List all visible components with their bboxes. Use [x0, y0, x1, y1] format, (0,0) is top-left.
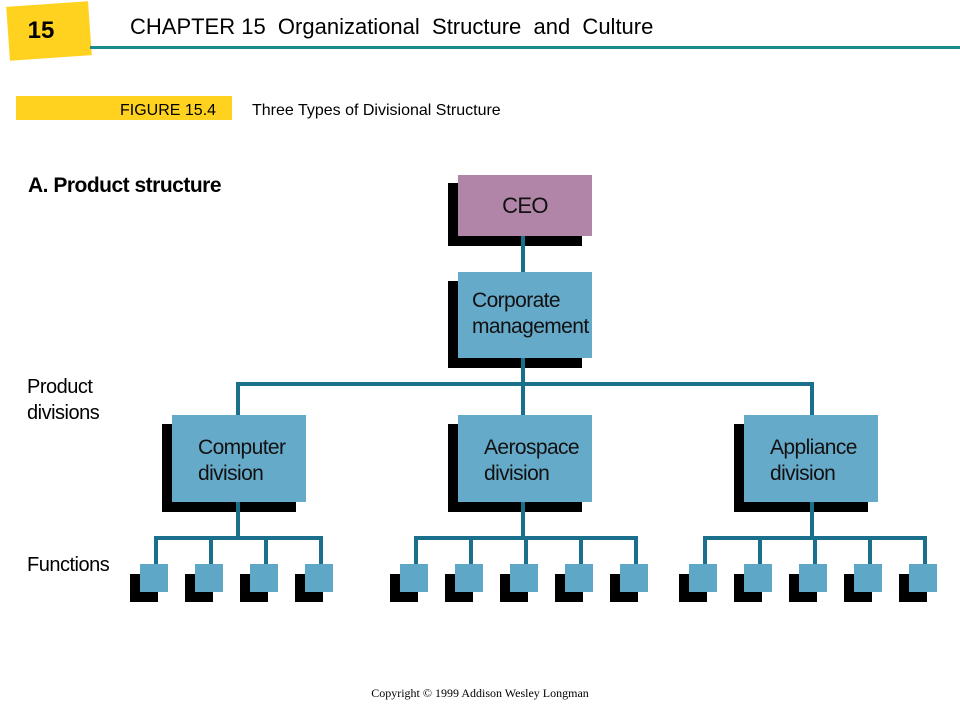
function-drop — [264, 536, 268, 564]
function-stem — [810, 502, 814, 540]
section-title: A. Product structure — [28, 174, 222, 197]
connector-drop-computer — [236, 382, 240, 416]
function-stem — [236, 502, 240, 540]
connector-corporate-bus — [521, 358, 525, 385]
function-drop — [209, 536, 213, 564]
product-divisions-label: Product divisions — [27, 376, 100, 424]
function-stem — [521, 502, 525, 540]
function-drop — [813, 536, 817, 564]
function-box — [744, 564, 772, 592]
function-box — [799, 564, 827, 592]
function-drop — [579, 536, 583, 564]
function-drop — [319, 536, 323, 564]
connector-ceo-corporate — [521, 236, 525, 272]
figure-caption: Three Types of Divisional Structure — [252, 102, 501, 119]
function-drop — [703, 536, 707, 564]
function-drop — [868, 536, 872, 564]
function-drop — [469, 536, 473, 564]
appliance-division-box: Appliance division — [744, 415, 878, 502]
function-drop — [758, 536, 762, 564]
function-box — [400, 564, 428, 592]
chapter-title: CHAPTER 15 Organizational Structure and … — [130, 14, 654, 39]
function-box — [510, 564, 538, 592]
function-drop — [414, 536, 418, 564]
function-drop — [154, 536, 158, 564]
function-box — [620, 564, 648, 592]
function-box — [305, 564, 333, 592]
function-box — [565, 564, 593, 592]
function-drop — [634, 536, 638, 564]
connector-division-bus — [236, 382, 814, 386]
chapter-number: 15 — [27, 17, 55, 44]
function-box — [854, 564, 882, 592]
function-box — [195, 564, 223, 592]
function-box — [909, 564, 937, 592]
function-box — [689, 564, 717, 592]
header-rule — [90, 46, 960, 49]
function-drop — [524, 536, 528, 564]
connector-drop-appliance — [810, 382, 814, 416]
ceo-box: CEO — [458, 175, 592, 236]
function-box — [140, 564, 168, 592]
function-drop — [923, 536, 927, 564]
function-bus — [154, 536, 323, 540]
function-box — [250, 564, 278, 592]
corporate-management-box: Corporate management — [458, 272, 592, 358]
copyright-notice: Copyright © 1999 Addison Wesley Longman — [371, 686, 589, 700]
figure-label: FIGURE 15.4 — [120, 102, 217, 119]
function-box — [455, 564, 483, 592]
figure-label-bar — [16, 96, 232, 120]
connector-drop-aerospace — [521, 382, 525, 416]
functions-label: Functions — [27, 554, 110, 576]
aerospace-division-box: Aerospace division — [458, 415, 592, 502]
computer-division-box: Computer division — [172, 415, 306, 502]
